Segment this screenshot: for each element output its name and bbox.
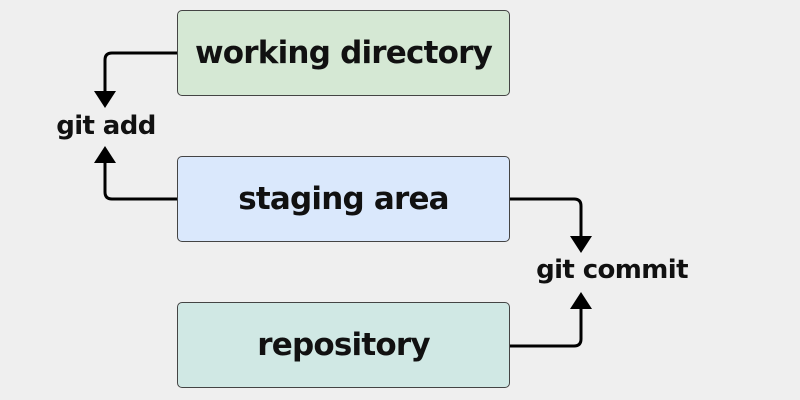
repository-label: repository — [257, 327, 430, 363]
arrow-repo-to-commit — [510, 306, 583, 348]
staging-area-box: staging area — [177, 156, 510, 242]
git-add-label: git add — [56, 111, 156, 141]
arrow-staging-to-commit — [510, 197, 583, 238]
working-directory-label: working directory — [194, 35, 493, 71]
working-directory-box: working directory — [177, 10, 510, 96]
arrowhead-up-commit — [570, 292, 592, 309]
arrowhead-down-add — [94, 91, 116, 108]
arrow-staging-to-add — [103, 160, 177, 201]
staging-area-label: staging area — [238, 181, 449, 217]
arrowhead-down-commit — [570, 236, 592, 253]
repository-box: repository — [177, 302, 510, 388]
arrow-working-to-add — [103, 51, 177, 93]
git-commit-label: git commit — [536, 255, 688, 285]
arrowhead-up-add — [94, 146, 116, 163]
